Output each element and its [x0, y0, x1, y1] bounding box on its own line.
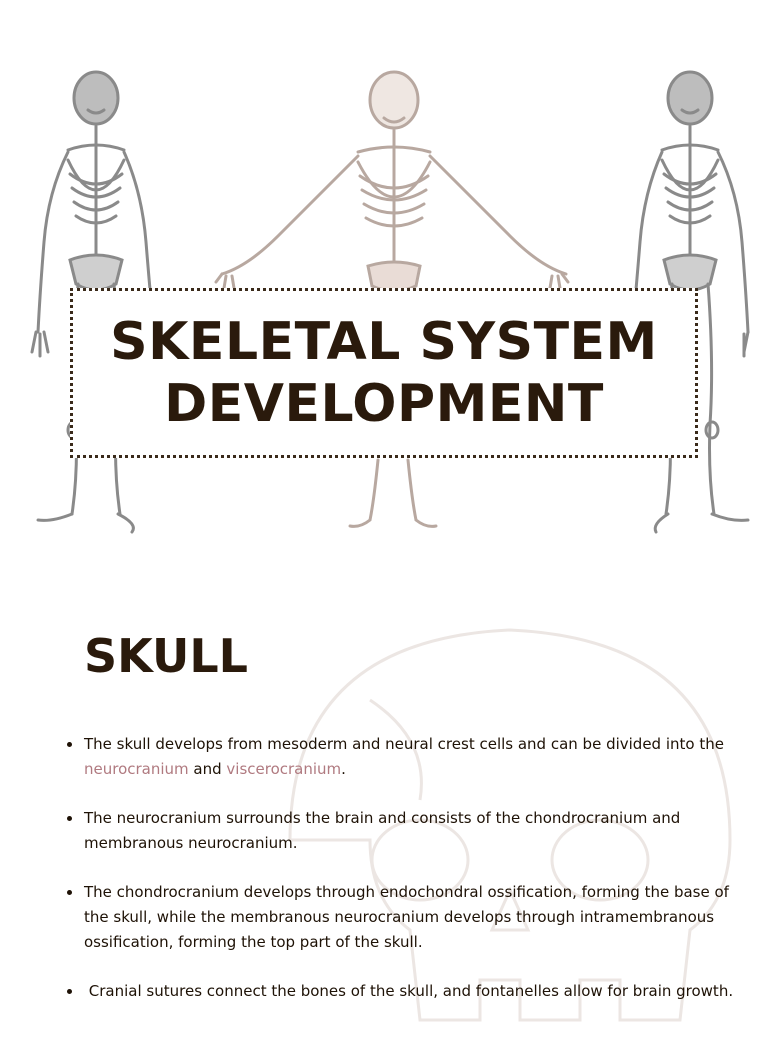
list-item: Cranial sutures connect the bones of the…: [64, 979, 744, 1004]
page-title: SKELETAL SYSTEM DEVELOPMENT: [110, 311, 658, 435]
section-title: SKULL: [84, 629, 248, 683]
list-item: The chondrocranium develops through endo…: [64, 880, 744, 955]
skeleton-right-icon: [622, 70, 750, 534]
list-item: The skull develops from mesoderm and neu…: [64, 732, 744, 782]
skull-outline-icon: [288, 628, 732, 1022]
title-banner: SKELETAL SYSTEM DEVELOPMENT: [70, 288, 698, 458]
term-viscerocranium: viscerocranium: [226, 760, 342, 778]
term-neurocranium: neurocranium: [84, 760, 189, 778]
skeleton-center-icon: [214, 70, 570, 528]
list-item: The neurocranium surrounds the brain and…: [64, 806, 744, 856]
hero-illustration: SKELETAL SYSTEM DEVELOPMENT: [30, 70, 750, 534]
page-title-line2: DEVELOPMENT: [164, 374, 604, 434]
page-title-line1: SKELETAL SYSTEM: [110, 312, 658, 372]
bullet-list: The skull develops from mesoderm and neu…: [64, 732, 744, 1028]
